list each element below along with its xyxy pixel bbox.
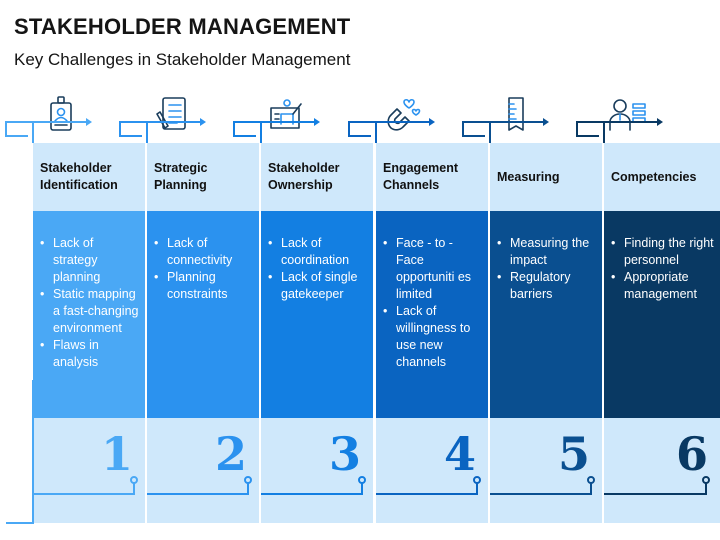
stage-number: 5 (557, 427, 590, 481)
stage-body: Lack of coordination Lack of single gate… (261, 211, 375, 418)
stage-number-box: 4 (376, 418, 490, 523)
stage-number-box: 3 (261, 418, 375, 523)
stage-body: Measuring the impact Regulatory barriers (490, 211, 604, 418)
stage-heading: Stakeholder Ownership (268, 161, 340, 192)
challenge-item: Flaws in analysis (39, 337, 139, 371)
stage-heading-box: Engagement Channels (376, 143, 490, 211)
stage-heading-box: Competencies (604, 143, 720, 211)
stage-number-box: 6 (604, 418, 720, 523)
stage-heading: Competencies (611, 169, 697, 184)
challenge-item: Face - to - Face opportuniti es limited (382, 235, 482, 303)
stage-number: 4 (443, 427, 476, 481)
stage-column-3: Stakeholder Ownership Lack of coordinati… (261, 143, 375, 523)
stage-heading: Stakeholder Identification (40, 161, 118, 192)
stage-body: Lack of connectivity Planning constraint… (147, 211, 261, 418)
magnet-hearts-icon (383, 94, 423, 134)
challenge-item: Lack of willingness to use new channels (382, 303, 482, 371)
challenge-item: Finding the right personnel (610, 235, 714, 269)
stage-number: 3 (328, 427, 361, 481)
stage-heading-box: Stakeholder Identification (33, 143, 147, 211)
stage-number-box: 2 (147, 418, 261, 523)
stage-column-1: Stakeholder Identification Lack of strat… (33, 143, 147, 523)
stage-column-4: Engagement Channels Face - to - Face opp… (376, 143, 490, 523)
stage-number: 2 (214, 427, 247, 481)
challenge-item: Regulatory barriers (496, 269, 596, 303)
stage-heading: Engagement Channels (383, 161, 459, 192)
stage-number: 1 (100, 427, 133, 481)
stage-heading: Strategic Planning (154, 161, 208, 192)
page-title: STAKEHOLDER MANAGEMENT (14, 14, 351, 39)
stage-number: 6 (675, 427, 708, 481)
challenge-item: Static mapping a fast-changing environme… (39, 286, 139, 337)
person-skills-icon (608, 94, 648, 134)
stage-heading-box: Measuring (490, 143, 604, 211)
stage-body: Face - to - Face opportuniti es limited … (376, 211, 490, 418)
stage-column-2: Strategic Planning Lack of connectivity … (147, 143, 261, 523)
stage-heading: Measuring (497, 169, 560, 184)
stage-number-box: 1 (33, 418, 147, 523)
stage-heading-box: Stakeholder Ownership (261, 143, 375, 211)
challenge-item: Measuring the impact (496, 235, 596, 269)
stage-heading-box: Strategic Planning (147, 143, 261, 211)
challenge-item: Lack of connectivity (153, 235, 253, 269)
challenge-item: Lack of single gatekeeper (267, 269, 367, 303)
challenge-item: Lack of coordination (267, 235, 367, 269)
challenge-item: Appropriate management (610, 269, 714, 303)
stage-number-box: 5 (490, 418, 604, 523)
challenge-item: Planning constraints (153, 269, 253, 303)
id-badge-icon (41, 94, 81, 134)
presenter-board-icon (267, 94, 307, 134)
checklist-icon (153, 94, 193, 134)
stage-column-6: Competencies Finding the right personnel… (604, 143, 720, 523)
stage-body: Finding the right personnel Appropriate … (604, 211, 720, 418)
measuring-tape-icon (496, 94, 536, 134)
stage-body: Lack of strategy planning Static mapping… (33, 211, 147, 418)
page-subtitle: Key Challenges in Stakeholder Management (14, 50, 351, 69)
stage-column-5: Measuring Measuring the impact Regulator… (490, 143, 604, 523)
challenge-item: Lack of strategy planning (39, 235, 139, 286)
